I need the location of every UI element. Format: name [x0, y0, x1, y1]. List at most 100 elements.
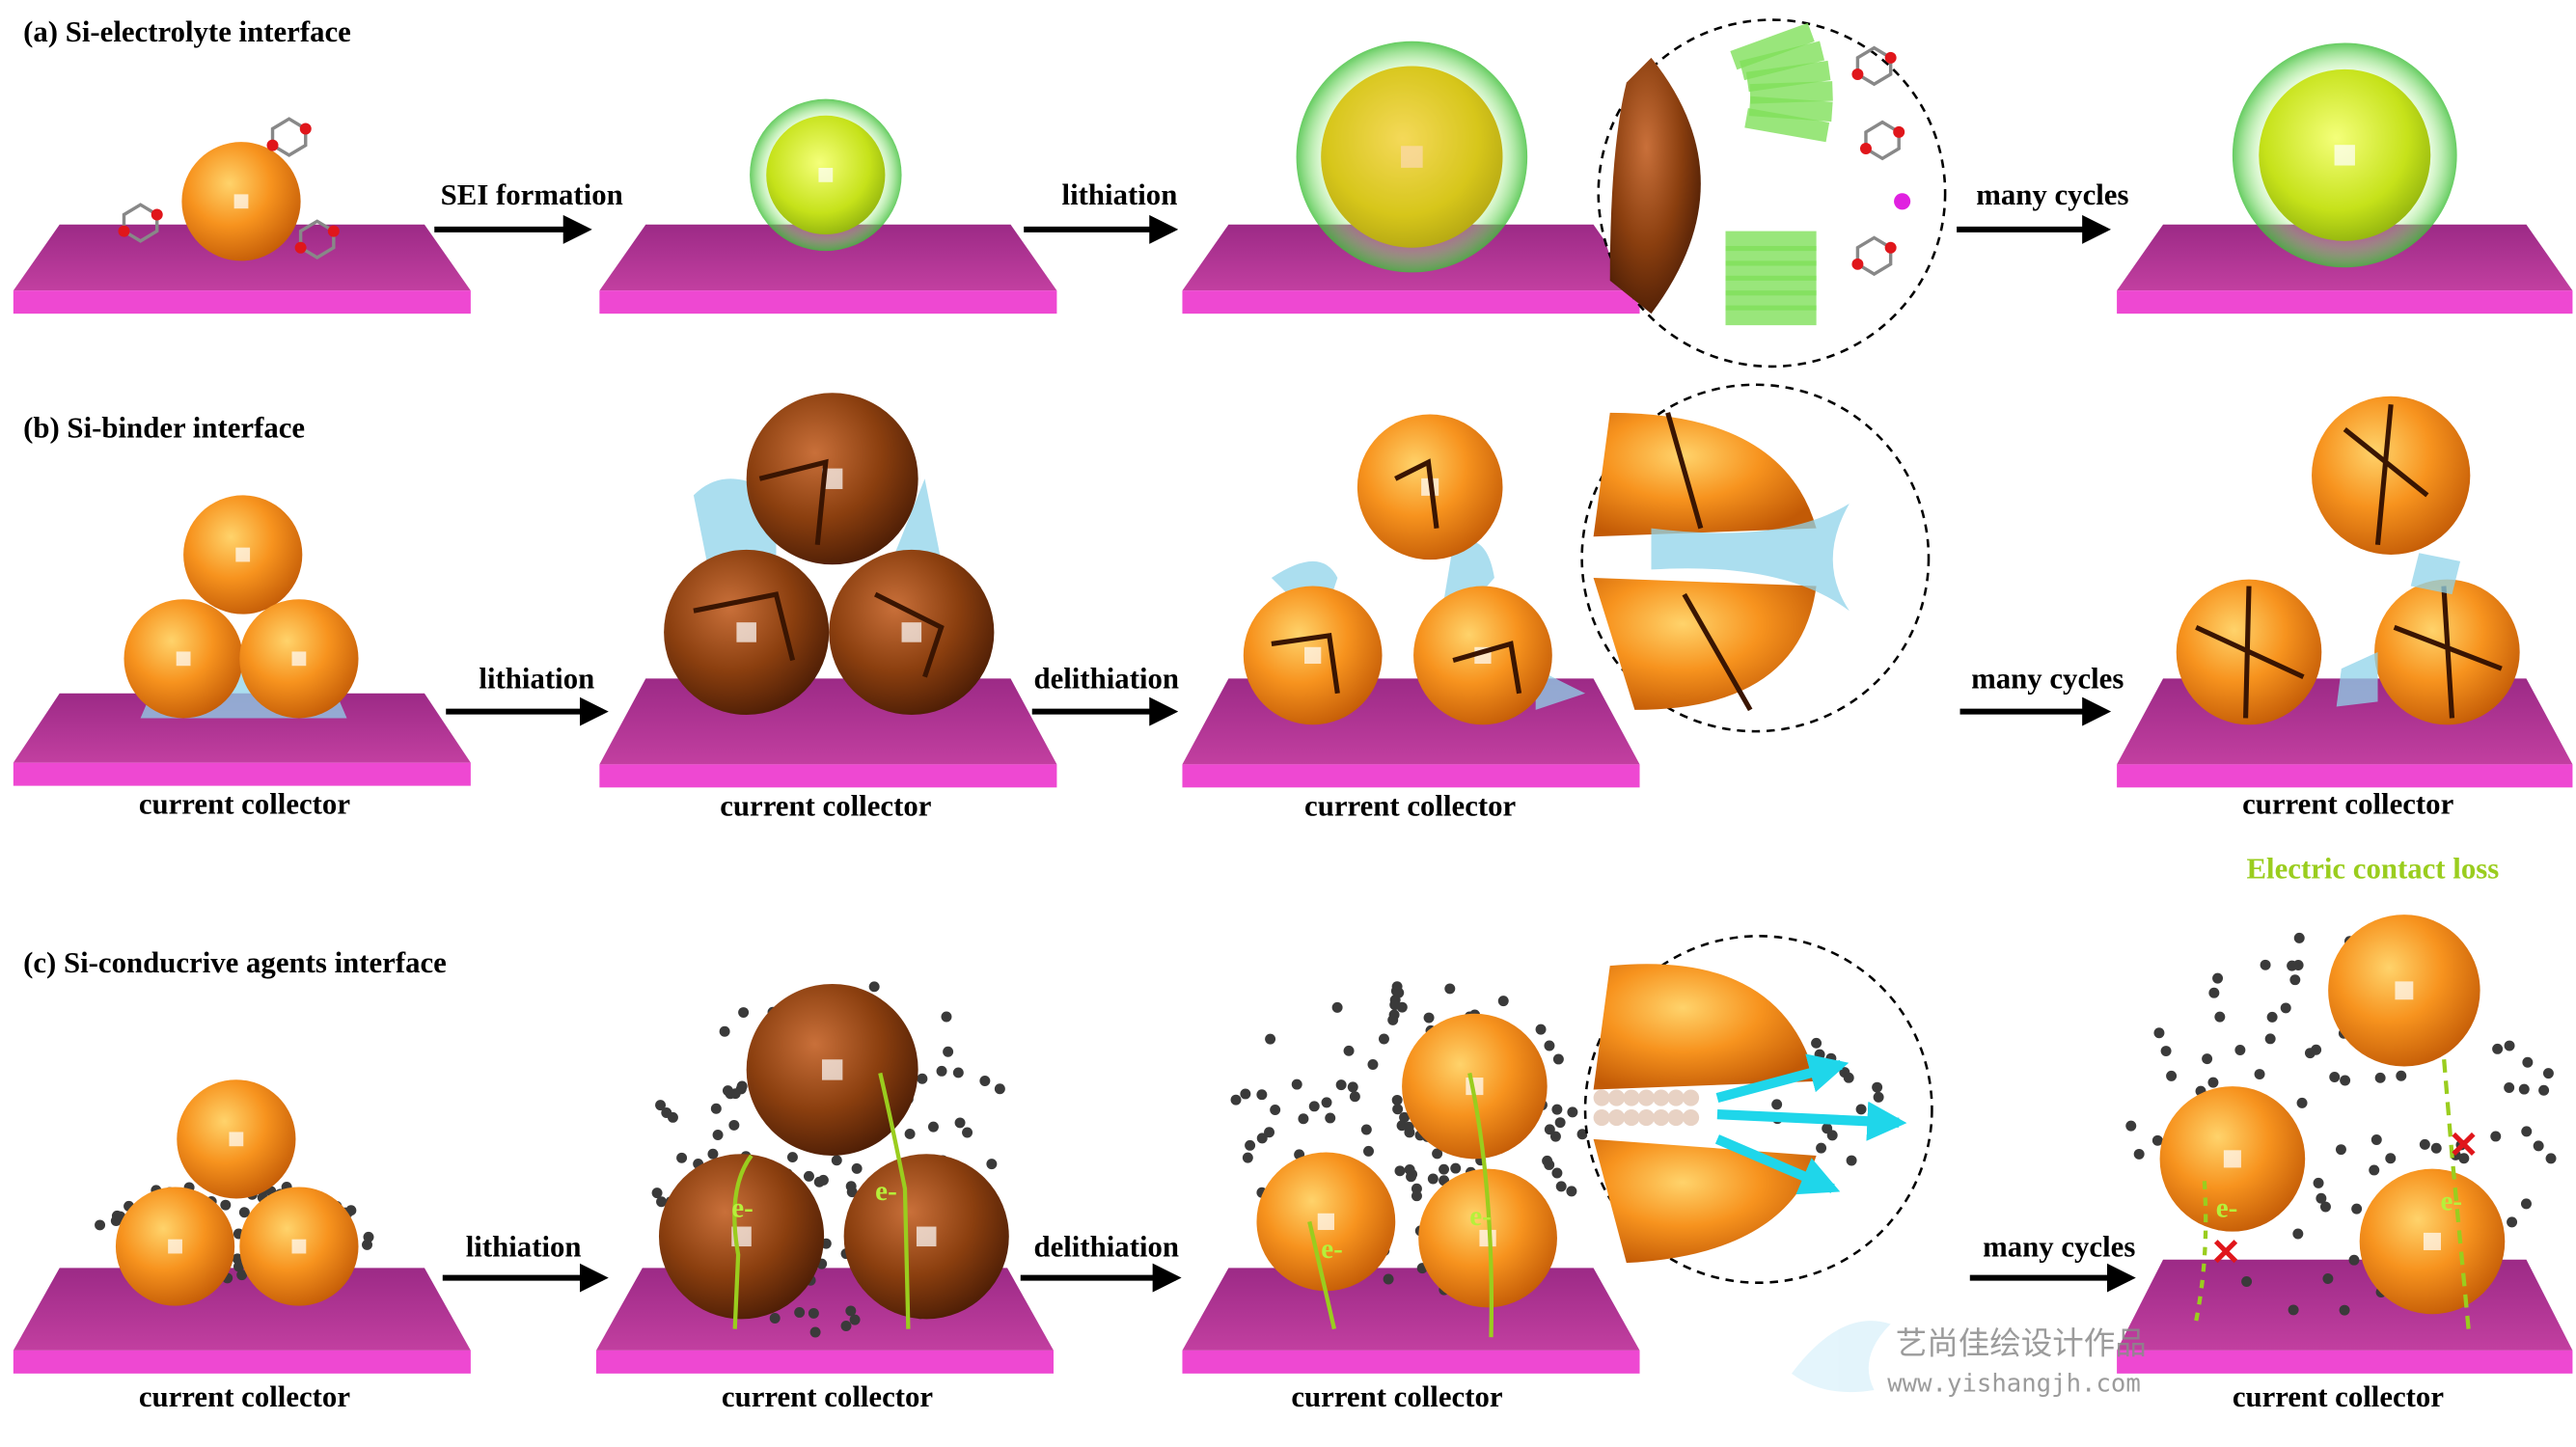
conductive-agent-particle: [1411, 1190, 1422, 1202]
broken-contact-icon: [2213, 1240, 2238, 1264]
conductive-agent-particle: [2351, 1203, 2363, 1215]
highlight: [1401, 146, 1423, 168]
sei-fragment: [1730, 22, 1815, 70]
conductive-agent-particle: [1325, 1112, 1336, 1124]
current-collector-plate: [13, 1268, 471, 1351]
crack: [758, 458, 829, 546]
electron-path: [2194, 1180, 2208, 1322]
electron-path: [732, 1154, 754, 1329]
conductive-agent-particle: [722, 1085, 733, 1097]
current-collector-edge: [1182, 290, 1640, 314]
conductive-agent-particle: [1549, 1131, 1561, 1142]
oxygen-atom: [327, 225, 340, 237]
conductive-agent-particle: [1245, 1139, 1256, 1151]
conductive-agent-particle: [238, 1207, 250, 1218]
conductive-agent-particle: [1378, 1033, 1389, 1045]
collector-label: current collector: [2242, 788, 2453, 821]
silicon-surface-magnified: [1609, 57, 1701, 314]
sei-fragment: [1725, 305, 1817, 326]
highlight: [736, 622, 756, 642]
conductive-agent-particle: [1404, 1163, 1415, 1175]
conductive-agent-particle: [1544, 1040, 1555, 1051]
conductive-agent-particle: [1551, 1167, 1563, 1179]
silicon-surface-magnified: [1593, 412, 1817, 537]
oxygen-atom: [1884, 241, 1897, 254]
conductive-agent-particle: [2518, 1083, 2530, 1095]
watermark-cn: 艺尚佳绘设计作品: [1896, 1324, 2147, 1361]
conductive-agent-particle: [2521, 1126, 2533, 1137]
oxygen-atom: [1884, 51, 1897, 64]
conductive-agent-particle: [111, 1210, 123, 1221]
conductive-agent-particle: [2264, 1033, 2276, 1045]
conductive-agent-particle: [2370, 1134, 2382, 1146]
conductive-agent-particle: [809, 1326, 821, 1338]
highlight: [821, 468, 843, 489]
oxygen-atom: [294, 241, 307, 254]
conductive-agent-particle: [2266, 1011, 2278, 1023]
conductive-agent-particle: [2254, 1069, 2265, 1080]
conductive-agent-particle: [1593, 1109, 1610, 1127]
conductive-agent-particle: [676, 1152, 688, 1163]
conductive-agent-particle: [1450, 1162, 1462, 1174]
conductive-agent-particle: [2151, 1134, 2163, 1146]
conductive-agent-particle: [2160, 1046, 2172, 1057]
conductive-agent-particle: [1542, 1155, 1553, 1166]
conductive-agent-particle: [1391, 1094, 1403, 1106]
conductive-agent-particle: [95, 1219, 106, 1231]
conductive-agent-particle: [2369, 1164, 2380, 1176]
conductive-agent-particle: [1567, 1106, 1578, 1118]
conductive-agent-particle: [2293, 932, 2305, 943]
watermark-logo-icon: [1791, 1321, 1891, 1393]
binder: [1651, 503, 1850, 612]
conductive-agent-particle: [1814, 1049, 1825, 1060]
conductive-agent-particle: [2430, 1142, 2442, 1154]
conductive-agent-particle: [1264, 1127, 1275, 1138]
conductive-agent-particle: [2280, 1002, 2291, 1014]
conductive-agent-particle: [661, 1107, 672, 1118]
conductive-agent-particle: [936, 1065, 947, 1077]
current-collector-plate: [13, 693, 471, 763]
conductive-agent-particle: [2322, 1273, 2334, 1284]
current-collector-edge: [599, 290, 1057, 314]
conductive-agent-particle: [710, 1103, 722, 1114]
conductive-agent-particle: [1653, 1089, 1670, 1106]
current-collector-edge: [2117, 290, 2573, 314]
oxygen-atom: [118, 225, 130, 237]
expanded-core: [1321, 66, 1503, 248]
highlight: [818, 168, 834, 182]
conductive-agent-particle: [1404, 1127, 1415, 1138]
conductive-agent-particle: [1347, 1081, 1358, 1093]
conductive-agent-particle: [1683, 1109, 1700, 1127]
conductive-agent-particle: [1576, 1129, 1588, 1140]
step-label-many-cycles: many cycles: [1976, 178, 2128, 211]
conductive-agent-particle: [2335, 1144, 2346, 1156]
highlight: [2423, 1232, 2442, 1250]
conductive-agent-particle: [813, 1176, 825, 1188]
conductive-agent-particle: [220, 1199, 232, 1211]
highlight: [291, 651, 307, 667]
conductive-agent-particle: [1667, 1089, 1685, 1106]
conductive-agent-particle: [1367, 1058, 1379, 1070]
conductive-agent-particle: [362, 1239, 372, 1250]
conductive-agent-particle: [651, 1188, 663, 1199]
conductive-agent-particle: [1427, 1173, 1439, 1185]
conductive-agent-particle: [2288, 1304, 2299, 1316]
conductive-agent-particle: [2522, 1056, 2534, 1068]
conductive-agent-particle: [1811, 1037, 1822, 1049]
conductive-agent-particle: [2419, 1138, 2430, 1150]
conductive-agent-particle: [845, 1181, 857, 1192]
conductive-agent-particle: [1308, 1101, 1320, 1112]
electron-label: e-: [875, 1176, 897, 1207]
collector-label: current collector: [1291, 1380, 1502, 1413]
sei-fragment: [1744, 108, 1830, 143]
conductive-agent-particle: [1230, 1094, 1242, 1106]
conductive-agent-particle: [868, 981, 880, 993]
conductive-agent-particle: [1393, 987, 1405, 998]
oxygen-atom: [1859, 143, 1872, 155]
electron-label: e-: [1321, 1234, 1343, 1265]
conductive-agent-particle: [1256, 1133, 1268, 1144]
conductive-agent-particle: [2304, 1048, 2316, 1059]
conductive-agent-particle: [2287, 960, 2298, 971]
conductive-agent-particle: [2507, 1216, 2518, 1228]
binder: [2410, 553, 2461, 595]
